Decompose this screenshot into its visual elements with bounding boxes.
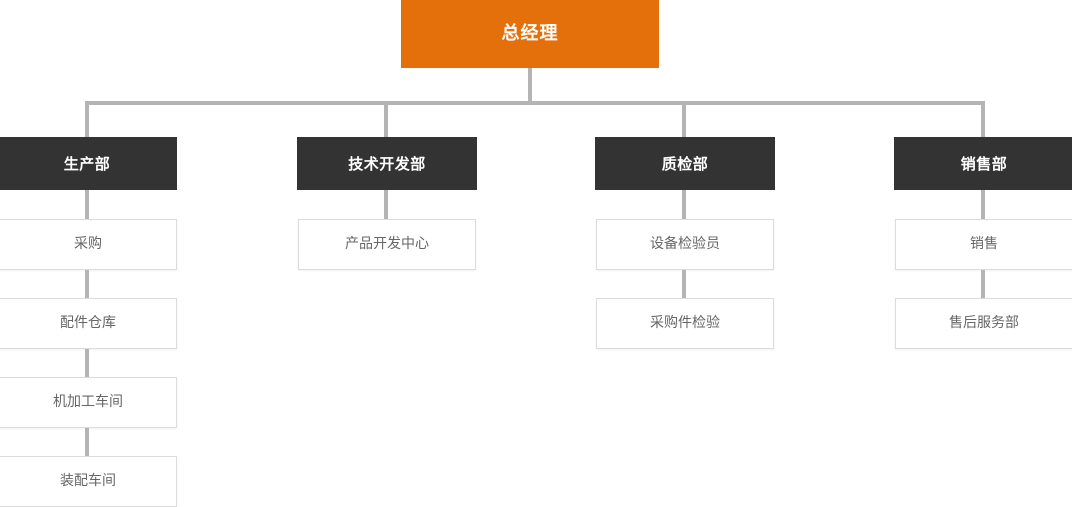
org-node-unit-4-2[interactable]: 售后服务部 [895, 298, 1072, 349]
connector-drop-col3 [682, 101, 686, 137]
org-node-unit-4-1[interactable]: 销售 [895, 219, 1072, 270]
org-node-unit-1-4-label: 装配车间 [60, 473, 116, 490]
org-node-root-label: 总经理 [501, 23, 559, 45]
org-node-dept-1-label: 生产部 [63, 154, 111, 173]
org-node-unit-2-1-label: 产品开发中心 [345, 236, 429, 253]
connector-col1-seg4 [85, 428, 89, 457]
org-node-unit-1-4[interactable]: 装配车间 [0, 456, 177, 507]
org-node-dept-3-label: 质检部 [661, 154, 709, 173]
connector-drop-col2 [384, 101, 388, 137]
connector-col1-seg3 [85, 349, 89, 378]
org-node-dept-3[interactable]: 质检部 [595, 137, 775, 190]
org-node-unit-2-1[interactable]: 产品开发中心 [298, 219, 476, 270]
connector-drop-col1 [85, 101, 89, 137]
org-node-unit-3-2[interactable]: 采购件检验 [596, 298, 774, 349]
connector-drop-col4 [981, 101, 985, 137]
connector-col4-seg2 [981, 270, 985, 299]
connector-col3-seg2 [682, 270, 686, 299]
connector-col1-seg1 [85, 190, 89, 220]
org-node-unit-1-1[interactable]: 采购 [0, 219, 177, 270]
org-node-unit-1-1-label: 采购 [74, 236, 102, 253]
connector-col2-seg1 [384, 190, 388, 220]
connector-root-stem [528, 68, 532, 103]
org-node-dept-1[interactable]: 生产部 [0, 137, 177, 190]
org-node-dept-4[interactable]: 销售部 [894, 137, 1072, 190]
org-node-unit-4-1-label: 销售 [970, 236, 998, 253]
org-node-unit-3-1-label: 设备检验员 [650, 236, 720, 253]
connector-horizontal-bus [85, 101, 985, 105]
org-node-root[interactable]: 总经理 [401, 0, 659, 68]
org-node-unit-4-2-label: 售后服务部 [949, 315, 1019, 332]
org-node-unit-1-3[interactable]: 机加工车间 [0, 377, 177, 428]
connector-col1-seg2 [85, 270, 89, 299]
org-node-dept-2-label: 技术开发部 [348, 154, 426, 173]
org-node-unit-3-1[interactable]: 设备检验员 [596, 219, 774, 270]
org-node-dept-4-label: 销售部 [960, 154, 1008, 173]
org-node-unit-3-2-label: 采购件检验 [650, 315, 720, 332]
connector-col4-seg1 [981, 190, 985, 220]
org-node-unit-1-3-label: 机加工车间 [53, 394, 123, 411]
connector-col3-seg1 [682, 190, 686, 220]
org-node-unit-1-2[interactable]: 配件仓库 [0, 298, 177, 349]
org-node-dept-2[interactable]: 技术开发部 [297, 137, 477, 190]
org-node-unit-1-2-label: 配件仓库 [60, 315, 116, 332]
